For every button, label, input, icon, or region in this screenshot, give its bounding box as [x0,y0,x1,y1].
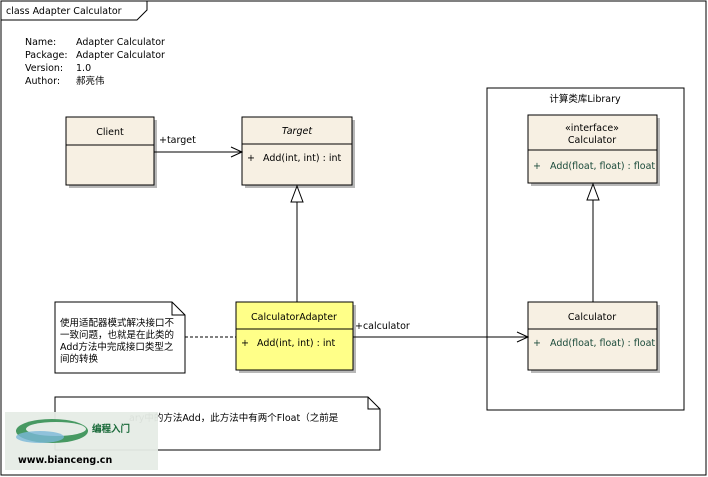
interface-stereotype: «interface» [565,123,619,134]
interface-name: Calculator [568,135,616,146]
watermark-url: www.bianceng.cn [18,455,112,466]
class-client[interactable]: Client [65,116,157,188]
package-library[interactable] [486,87,685,411]
class-adapter-operation: Add(int, int) : int [257,338,336,349]
frame-title: class Adapter Calculator [6,6,122,17]
interface-op-visibility: + [533,161,541,172]
class-target-name: Target [282,126,313,137]
info-value-version: 1.0 [76,63,91,74]
class-target-op-visibility: + [247,153,255,164]
class-calculator-operation: Add(float, float) : float [550,338,655,349]
association-target-role: +target [159,135,196,146]
class-client-name: Client [96,127,124,138]
association-calculator-role: +calculator [355,321,410,332]
note-line-4: 间的转换 [60,353,99,365]
class-target[interactable]: Target + Add(int, int) : int [241,116,355,188]
watermark-logo: 编程入门 www.bianceng.cn [5,412,158,470]
association-adapter-calculator[interactable]: +calculator [353,321,530,343]
info-label-author: Author: [25,76,60,87]
generalization-adapter-target[interactable] [290,184,304,302]
class-calculator[interactable]: Calculator + Add(float, float) : float [527,301,660,373]
note2-text: ary中的方法Add，此方法中有两个Float（之前是 [129,412,339,424]
class-calculator-name: Calculator [568,312,616,323]
info-value-package: Adapter Calculator [76,50,165,61]
info-label-package: Package: [25,50,68,61]
class-adapter-name: CalculatorAdapter [251,312,337,323]
class-calculator-adapter[interactable]: CalculatorAdapter + Add(int, int) : int [235,301,356,373]
note-line-2: 一致问题，也就是在此类的 [60,329,174,341]
info-value-name: Adapter Calculator [76,37,165,48]
info-value-author: 郝亮伟 [76,75,105,87]
package-name: 计算类库Library [549,93,621,105]
diagram-info: Name: Package: Version: Author: Adapter … [25,37,165,87]
class-calculator-op-visibility: + [533,338,541,349]
realization-calculator-interface[interactable] [586,182,600,302]
note-adapter-explanation[interactable]: 使用适配器模式解决接口不 一致问题，也就是在此类的 Add方法中完成接口类型之 … [54,301,186,374]
interface-operation: Add(float, float) : float [550,161,655,172]
association-client-target[interactable]: +target [154,135,244,158]
note-line-1: 使用适配器模式解决接口不 [60,317,175,329]
info-label-version: Version: [25,63,63,74]
class-target-operation: Add(int, int) : int [263,153,342,164]
info-label-name: Name: [25,37,56,48]
watermark-title: 编程入门 [92,423,130,435]
class-adapter-op-visibility: + [241,338,249,349]
note-line-3: Add方法中完成接口类型之 [60,341,174,353]
interface-calculator[interactable]: «interface» Calculator + Add(float, floa… [527,114,660,186]
frame-title-tab [1,1,148,21]
